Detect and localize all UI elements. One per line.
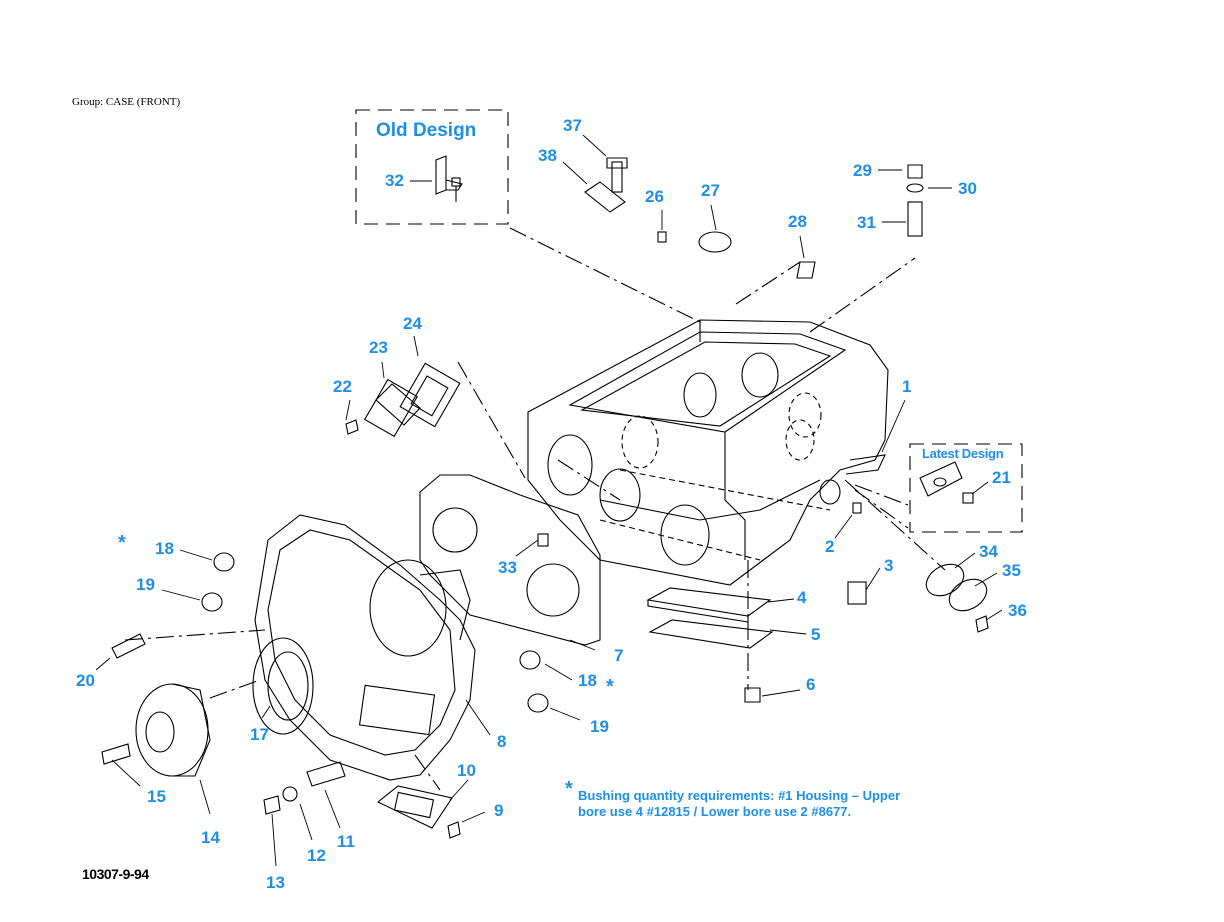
small-parts [101, 157, 989, 839]
side-cover-34 [925, 563, 965, 597]
bell-housing-8 [254, 514, 476, 781]
old-design-title: Old Design [376, 120, 477, 141]
callout-15: 15 [147, 787, 166, 806]
cover-plate-4 [646, 587, 772, 623]
asterisk-note: * [565, 778, 573, 800]
seal-ring-17 [252, 637, 314, 735]
latest-design-box [909, 443, 1023, 533]
callout-33: 33 [498, 558, 517, 577]
centerlines [124, 227, 946, 791]
flange-14 [135, 683, 211, 777]
callout-21: 21 [992, 468, 1011, 487]
callout-18-left: 18 [155, 539, 174, 558]
main-housing [527, 319, 889, 586]
callout-20: 20 [76, 671, 95, 690]
group-label: Group: CASE (FRONT) [72, 96, 181, 108]
callout-28: 28 [788, 212, 807, 231]
callout-1: 1 [902, 377, 912, 396]
asterisk-left: * [118, 532, 126, 554]
callout-24: 24 [403, 314, 422, 333]
callout-35: 35 [1002, 561, 1021, 580]
callout-2: 2 [825, 537, 835, 556]
callout-19-left: 19 [136, 575, 155, 594]
callout-5: 5 [811, 625, 821, 644]
callout-9: 9 [494, 801, 504, 820]
callout-34: 34 [979, 542, 998, 561]
side-cover-35 [948, 578, 988, 612]
old-design-box [355, 109, 509, 225]
figure-number: 10307-9-94 [82, 866, 149, 882]
footnote: Bushing quantity requirements: #1 Housin… [578, 788, 958, 820]
callout-23: 23 [369, 338, 388, 357]
callout-13: 13 [266, 873, 285, 892]
callout-14: 14 [201, 828, 220, 847]
latest-design-part [919, 461, 974, 504]
callout-11: 11 [337, 832, 355, 851]
gasket-24 [399, 362, 461, 428]
callout-37: 37 [563, 116, 582, 135]
callout-8: 8 [497, 732, 507, 751]
callout-7: 7 [614, 646, 624, 665]
asterisk-right: * [606, 676, 614, 698]
cover-10 [376, 785, 453, 829]
callout-26: 26 [645, 187, 664, 206]
cover-23 [364, 378, 421, 438]
callout-38: 38 [538, 146, 557, 165]
callout-36: 36 [1008, 601, 1027, 620]
callout-32: 32 [385, 171, 404, 190]
cover-plate-5 [648, 619, 774, 649]
leader-lines [95, 134, 1003, 867]
footnote-line-1: Bushing quantity requirements: #1 Housin… [578, 788, 901, 803]
callout-29: 29 [853, 161, 872, 180]
callout-27: 27 [701, 181, 720, 200]
latest-design-title: Latest Design [922, 446, 1004, 461]
callout-19-right: 19 [590, 717, 609, 736]
footnote-line-2: bore use 4 #12815 / Lower bore use 2 #86… [578, 804, 852, 819]
callout-12: 12 [307, 846, 326, 865]
callout-30: 30 [958, 179, 977, 198]
callout-10: 10 [457, 761, 476, 780]
callout-31: 31 [857, 213, 876, 232]
callout-4: 4 [797, 588, 807, 607]
gasket-7 [419, 474, 601, 646]
callout-3: 3 [884, 556, 894, 575]
callout-22: 22 [333, 377, 352, 396]
callout-17: 17 [250, 725, 269, 744]
callout-18-right: 18 [578, 671, 597, 690]
part-32-bracket [435, 155, 463, 202]
callout-6: 6 [806, 675, 816, 694]
